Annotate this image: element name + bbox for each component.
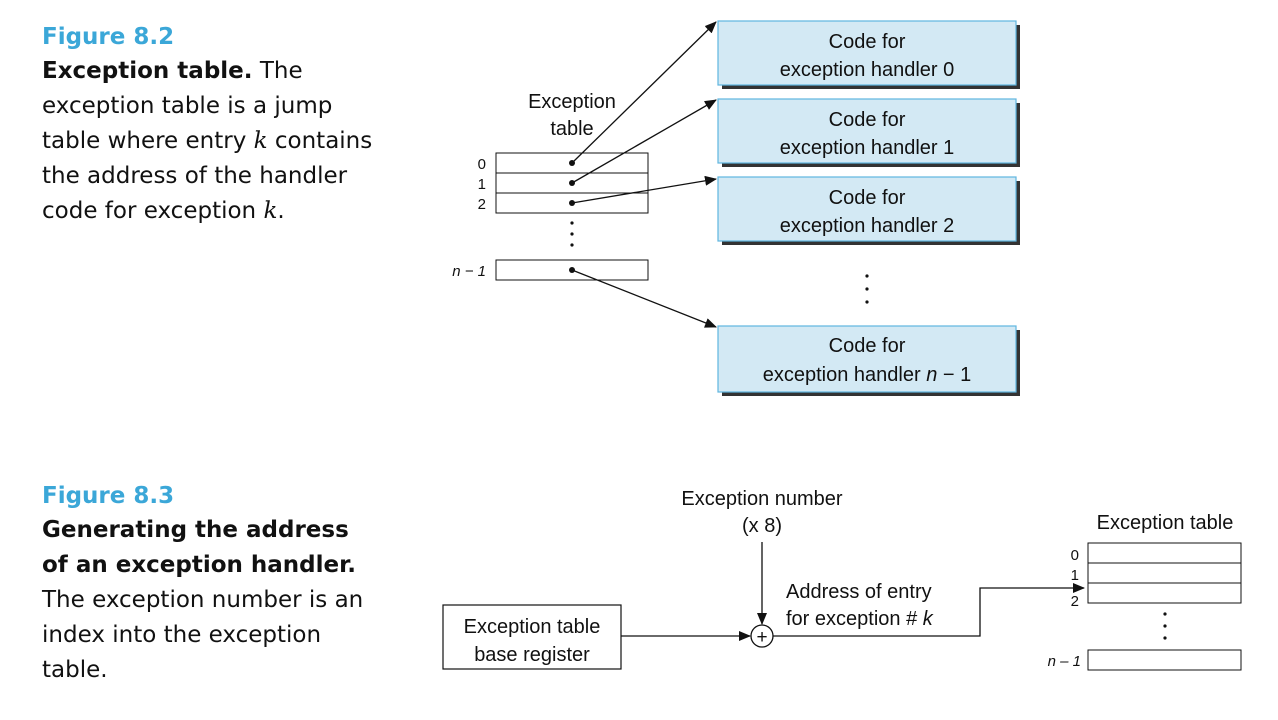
small-table-row-n-1 (1087, 649, 1242, 671)
small-table-row-0 (1087, 542, 1242, 564)
small-row-index-2: 2 (1071, 593, 1079, 610)
handler-0-line2: exception handler 0 (780, 59, 955, 81)
handler-box-0: Code for exception handler 0 (717, 20, 1020, 89)
arrow-to-handler-0 (571, 21, 717, 164)
arrow-to-handler-1 (571, 99, 717, 184)
row-index-n-1: n − 1 (452, 263, 486, 280)
row-index-1: 1 (478, 176, 486, 193)
handler-box-n-1: Code for exception handler n − 1 (717, 325, 1020, 396)
figure-8-2-title: Exception table. (42, 58, 253, 84)
figure-8-3-caption: Figure 8.3 Generating the address of an e… (42, 479, 382, 688)
base-register-line2: base register (474, 644, 590, 666)
base-register-line1: Exception table (464, 616, 601, 638)
exception-table-title-line1: Exception (528, 91, 616, 113)
figure-8-2-var-k: k (253, 128, 268, 154)
address-label-line1: Address of entry (786, 581, 932, 603)
adder-plus-symbol: + (756, 627, 767, 648)
figure-8-2-description: Exception table. The exception table is … (42, 54, 382, 229)
handler-2-line1: Code for (829, 187, 906, 209)
figure-8-3-description: Generating the address of an exception ha… (42, 513, 382, 688)
figure-8-3-text: The exception number is an index into th… (42, 587, 364, 683)
figure-8-3-title-line1: Generating the address (42, 517, 349, 543)
figure-8-2-label: Figure 8.2 (42, 24, 175, 50)
figure-8-2-text-c: . (277, 198, 285, 224)
arrow-to-handler-n-1 (571, 269, 717, 328)
handler-2-line2: exception handler 2 (780, 215, 955, 237)
handler-ellipsis (865, 274, 869, 304)
handler-1-line2: exception handler 1 (780, 137, 955, 159)
figure-8-2-text-a: The exception table is a jump table wher… (42, 58, 333, 154)
small-row-index-0: 0 (1071, 547, 1079, 564)
handler-n-1-prefix: exception handler (763, 364, 926, 386)
figure-8-3-diagram: Exception number (x 8) Exception table b… (442, 488, 1242, 671)
handler-n-1-line1: Code for (829, 335, 906, 357)
figure-8-3-label: Figure 8.3 (42, 483, 175, 509)
small-row-index-n-1: n – 1 (1048, 653, 1081, 670)
figure-8-2-caption: Figure 8.2 Exception table. The exceptio… (42, 20, 382, 229)
figure-8-2-diagram: Exception table 0 1 2 n − 1 (452, 20, 1020, 396)
exception-number-line1: Exception number (681, 488, 843, 510)
address-arrow (773, 583, 1085, 637)
handler-n-1-var: n (926, 364, 937, 386)
address-label-line2: for exception # k (786, 608, 934, 630)
small-table-ellipsis (1163, 612, 1167, 640)
handler-n-1-suffix: − 1 (937, 364, 971, 386)
exception-number-line2: (x 8) (742, 515, 782, 537)
figure-8-2-var-k-2: k (263, 198, 278, 224)
small-table-row-1 (1087, 562, 1242, 584)
arrow-to-handler-2 (571, 175, 717, 204)
handler-n-1-line2: exception handler n − 1 (763, 364, 972, 386)
handler-box-1: Code for exception handler 1 (717, 98, 1020, 167)
address-label-prefix: for exception # (786, 608, 923, 630)
handler-0-line1: Code for (829, 31, 906, 53)
small-table-row-2 (1087, 582, 1242, 604)
address-label-var-k: k (923, 608, 934, 630)
row-index-0: 0 (478, 156, 486, 173)
adder: + (750, 624, 774, 648)
handler-box-2: Code for exception handler 2 (717, 176, 1020, 245)
base-register-box: Exception table base register (442, 604, 622, 670)
small-row-index-1: 1 (1071, 567, 1079, 584)
table-ellipsis (570, 221, 574, 247)
handler-1-line1: Code for (829, 109, 906, 131)
figure-8-2-text-b: contains the address of the handler code… (42, 128, 373, 224)
row-index-2: 2 (478, 196, 486, 213)
figure-8-3-title-line2: of an exception handler. (42, 552, 356, 578)
exception-table-title-line2: table (550, 118, 593, 140)
small-table-title: Exception table (1097, 512, 1234, 534)
